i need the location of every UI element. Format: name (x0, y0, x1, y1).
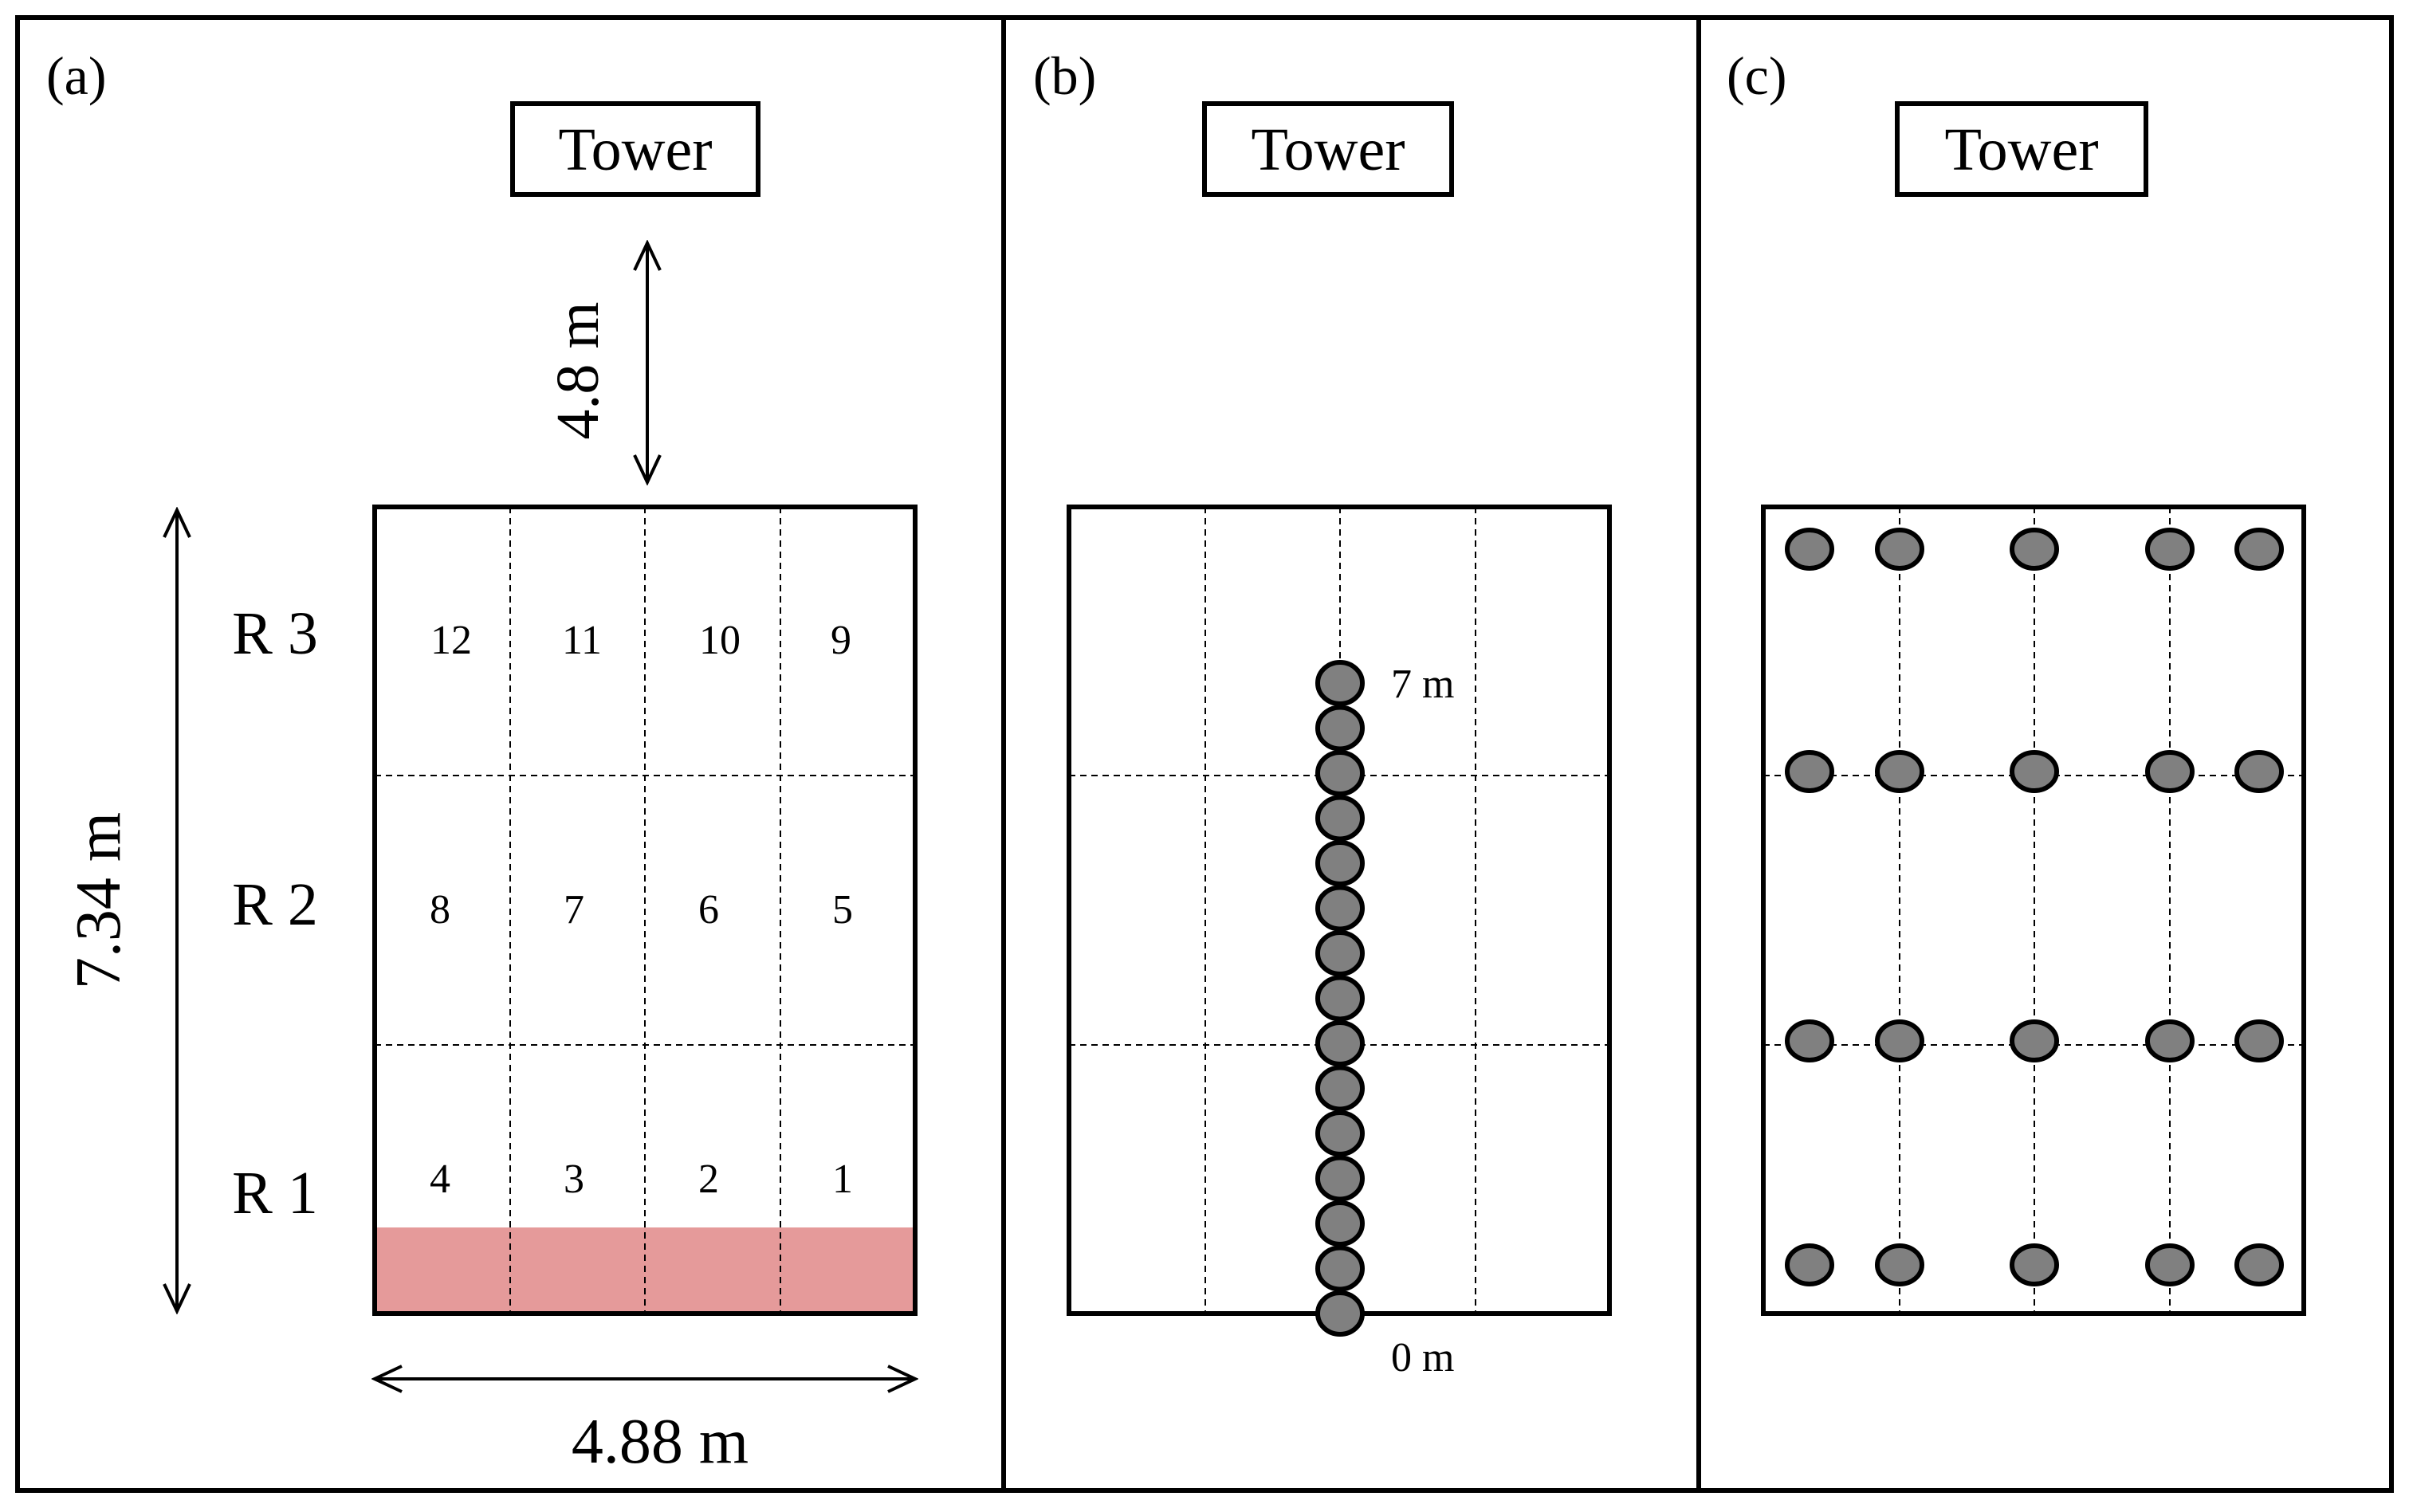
sensor-marker (2010, 1243, 2059, 1286)
sensor-marker (1875, 1019, 1924, 1062)
panel-a-height-label: 7.34 m (64, 812, 134, 989)
sensor-marker (2145, 528, 2195, 571)
sensor-marker (2234, 1019, 2284, 1062)
sensor-marker (1315, 930, 1365, 976)
cell-number: 5 (832, 887, 853, 933)
cell-number: 6 (698, 887, 719, 933)
sensor-marker (1315, 1065, 1365, 1112)
panel-c-label: (c) (1727, 45, 1786, 106)
sensor-marker (2145, 1019, 2195, 1062)
sensor-marker (2145, 1243, 2195, 1286)
cell-number: 9 (831, 618, 851, 663)
panel-a-plot-border (372, 505, 918, 1316)
sensor-marker (1785, 528, 1834, 571)
panel-b-sensor-column (1315, 660, 1365, 1337)
sensor-marker (1315, 885, 1365, 932)
sensor-marker (1315, 840, 1365, 886)
sensor-marker (2234, 1243, 2284, 1286)
sensor-marker (1875, 750, 1924, 793)
cell-number: 3 (564, 1157, 584, 1202)
cell-number: 2 (698, 1157, 719, 1202)
panel-a-distance-label: 4.8 m (544, 301, 611, 439)
sensor-marker (1315, 1110, 1365, 1157)
sensor-marker (1315, 1200, 1365, 1247)
cell-number: 10 (699, 618, 741, 663)
cell-number: 11 (562, 618, 602, 663)
panel-c-sensor-grid (1785, 528, 2284, 1286)
panel-b-label: (b) (1033, 45, 1096, 106)
sensor-marker (1315, 750, 1365, 796)
panel-c-tower-label: Tower (1944, 116, 2098, 183)
panel-a-cell-numbers: 12 11 10 9 8 7 6 5 4 3 2 1 (430, 618, 853, 1202)
panel-a-row-label: R 2 (232, 871, 318, 938)
panel-b-tower-box: Tower (1202, 101, 1454, 197)
sensor-marker (1315, 705, 1365, 752)
sensor-marker (2234, 528, 2284, 571)
panel-b: (b) Tower 7 m 0 m (1033, 45, 1612, 1380)
panel-b-bottom-label: 0 m (1391, 1335, 1454, 1380)
panel-b-tower-label: Tower (1251, 116, 1405, 183)
panel-a-width-label: 4.88 m (572, 1407, 749, 1477)
cell-number: 4 (430, 1157, 450, 1202)
panel-a-grid (375, 507, 915, 1314)
panel-a: (a) Tower 4.8 m 7.34 m 4.88 m R 3 R 2 R (46, 45, 915, 1477)
panel-a-tower-box: Tower (510, 101, 760, 197)
panel-a-tower-label: Tower (558, 116, 712, 183)
panel-c-grid (1763, 507, 2304, 1314)
panel-c: (c) Tower (1727, 45, 2306, 1316)
cell-number: 12 (430, 618, 472, 663)
sensor-marker (1315, 660, 1365, 706)
sensor-marker (2010, 528, 2059, 571)
sensor-marker (1315, 1290, 1365, 1337)
sensor-marker (1785, 1243, 1834, 1286)
outer-frame (15, 15, 2394, 1493)
sensor-marker (1315, 795, 1365, 842)
panel-a-label: (a) (46, 45, 106, 106)
sensor-marker (1875, 1243, 1924, 1286)
sensor-marker (1315, 1245, 1365, 1292)
sensor-marker (2145, 750, 2195, 793)
sensor-marker (2010, 750, 2059, 793)
sensor-marker (2234, 750, 2284, 793)
panel-c-plot-border (1761, 505, 2306, 1316)
sensor-marker (1315, 1020, 1365, 1066)
sensor-marker (1875, 528, 1924, 571)
panel-c-tower-box: Tower (1895, 101, 2148, 197)
sensor-marker (2010, 1019, 2059, 1062)
sensor-marker (1785, 750, 1834, 793)
cell-number: 1 (832, 1157, 853, 1202)
sensor-marker (1785, 1019, 1834, 1062)
sensor-marker (1315, 1155, 1365, 1202)
panel-b-top-label: 7 m (1391, 662, 1454, 707)
panel-a-row-label: R 3 (232, 600, 318, 667)
panel-a-row-label: R 1 (232, 1160, 318, 1227)
cell-number: 7 (564, 887, 584, 933)
sensor-marker (1315, 975, 1365, 1022)
cell-number: 8 (430, 887, 450, 933)
